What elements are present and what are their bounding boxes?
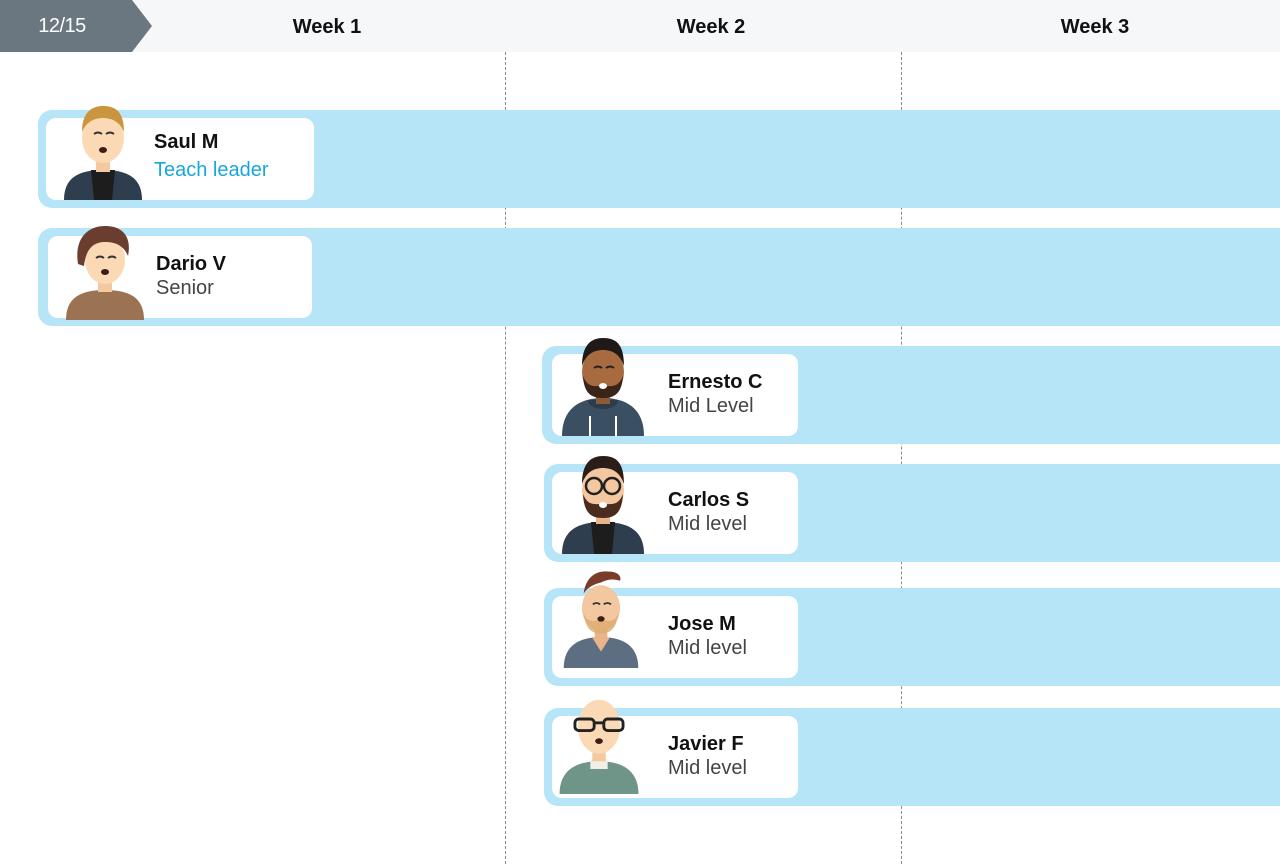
avatar-quiff-man-icon [563,571,639,668]
week-3-label: Week 3 [1060,16,1130,38]
person-role: Teach leader [154,159,269,181]
person-role: Mid Level [668,395,754,417]
person-name: Javier F [668,733,744,755]
person-role: Mid level [668,757,747,779]
person-name: Carlos S [668,489,750,511]
avatar-bald-glasses-man-icon [559,699,639,794]
week-divider [505,52,506,864]
date-tag-shape [0,0,152,52]
person-name: Dario V [156,253,227,275]
timeline-header: 12/15 Week 1 Week 2 Week 3 [0,0,1280,52]
week-2-label: Week 2 [676,16,746,38]
person-name: Ernesto C [668,371,763,393]
week-1-label: Week 1 [292,16,362,38]
week-divider [901,52,902,864]
date-tag[interactable]: 12/15 [0,0,152,52]
avatar-blond-man-icon [64,106,142,200]
date-label: 12/15 [38,15,86,37]
person-name: Jose M [668,613,736,635]
avatar-glasses-beard-man-icon [562,456,644,554]
person-role: Mid level [668,637,747,659]
person-role: Senior [156,277,214,299]
person-name: Saul M [154,131,219,153]
avatar-brown-hair-icon [66,226,144,320]
person-role: Mid level [668,513,747,535]
avatar-bearded-man-hoodie-icon [562,338,644,436]
